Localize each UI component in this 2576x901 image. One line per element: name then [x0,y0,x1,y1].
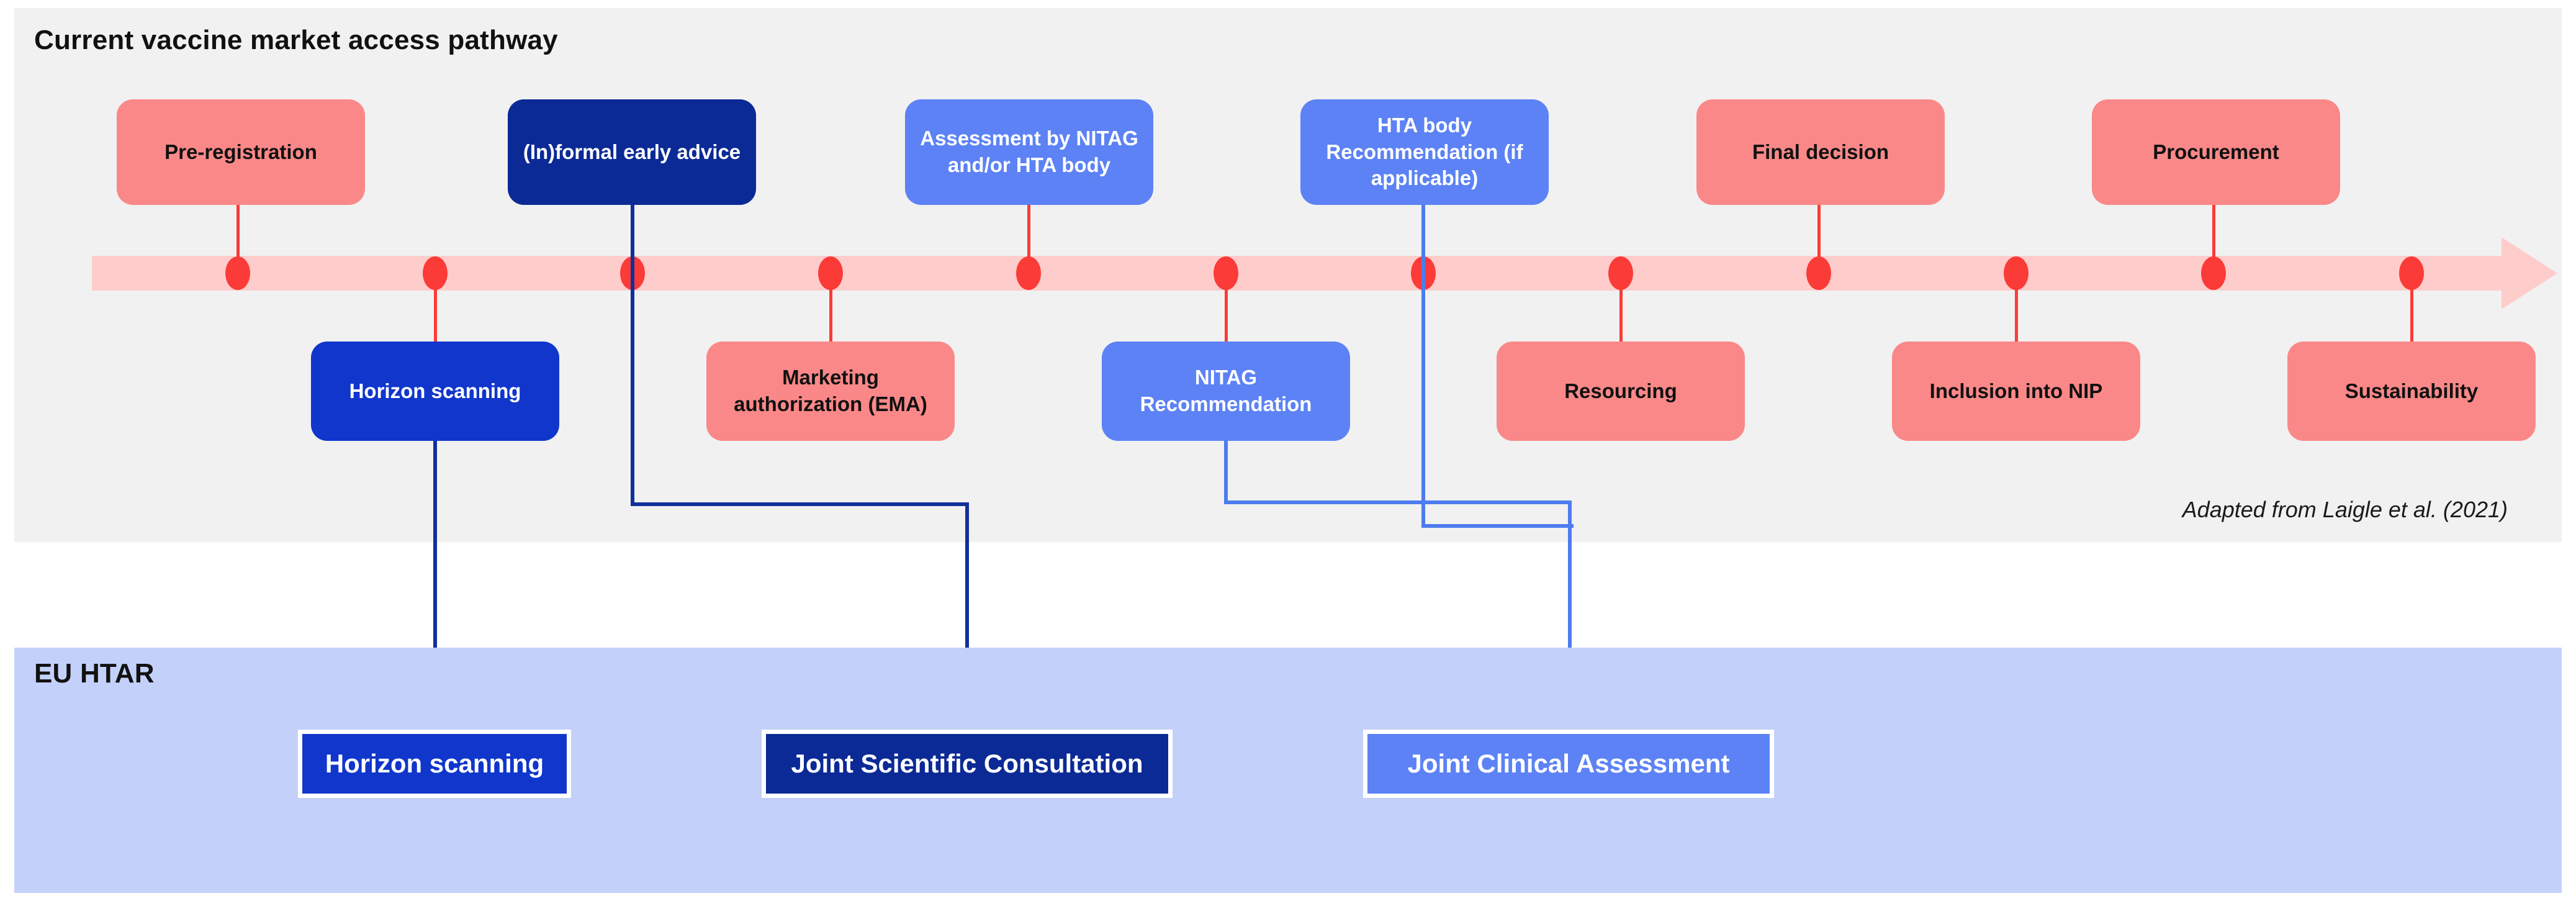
node-label: Assessment by NITAG and/or HTA body [920,127,1138,176]
node-informal-early-advice[interactable]: (In)formal early advice [508,99,756,205]
node-label: Inclusion into NIP [1929,379,2103,402]
timeline-dot [2004,256,2029,290]
node-marketing-authorization[interactable]: Marketing authorization (EMA) [706,342,955,441]
node-pre-registration[interactable]: Pre-registration [117,99,365,205]
stem-procurement [2212,205,2215,261]
node-hta-body-recommendation[interactable]: HTA body Recommendation (if applicable) [1300,99,1549,205]
htar-node-label: Joint Scientific Consultation [791,749,1143,778]
connector-hta-body-horizontal [1421,524,1574,528]
node-label: HTA body Recommendation (if applicable) [1326,113,1523,190]
timeline-bar [92,256,2525,291]
timeline-dot [225,256,250,290]
connector-nitag-horizontal [1224,500,1572,504]
stem-pre-registration [236,205,240,261]
eu-htar-title: EU HTAR [34,658,155,689]
timeline-dot [2201,256,2226,290]
timeline-dot [1806,256,1831,290]
timeline-dot [818,256,843,290]
timeline-dot [423,256,448,290]
timeline-dot [1016,256,1041,290]
node-label: Pre-registration [164,140,317,163]
htar-node-label: Horizon scanning [325,749,544,778]
connector-hta-body-vertical [1421,205,1425,528]
node-label: Sustainability [2344,379,2479,402]
connector-horizon-scanning-vertical [433,441,437,748]
node-label: Procurement [2153,140,2279,163]
stem-sustainability [2410,286,2413,342]
htar-node-joint-scientific-consultation[interactable]: Joint Scientific Consultation [762,730,1173,798]
connector-nitag-vertical [1224,441,1228,503]
stem-nitag-recommendation [1225,286,1228,342]
stem-assessment-nitag-hta [1027,205,1030,261]
timeline-dot [2399,256,2424,290]
node-label: (In)formal early advice [523,140,741,163]
stem-resourcing [1619,286,1623,342]
node-procurement[interactable]: Procurement [2092,99,2340,205]
connector-early-advice-horizontal [631,502,969,506]
htar-node-horizon-scanning[interactable]: Horizon scanning [298,730,571,798]
timeline-dot [1608,256,1633,290]
node-label: Horizon scanning [349,379,521,402]
stem-marketing-authorization [829,286,832,342]
connector-joint-scientific-vertical [965,502,969,749]
timeline-arrow-head [2502,237,2557,309]
connector-joint-clinical-vertical [1568,500,1572,749]
node-final-decision[interactable]: Final decision [1696,99,1945,205]
node-nitag-recommendation[interactable]: NITAG Recommendation [1102,342,1350,441]
node-label: Resourcing [1564,379,1677,402]
stem-horizon-scanning [434,286,437,342]
node-horizon-scanning[interactable]: Horizon scanning [311,342,559,441]
stem-inclusion-nip [2015,286,2018,342]
node-label: NITAG Recommendation [1140,366,1312,415]
source-attribution: Adapted from Laigle et al. (2021) [2182,497,2508,522]
node-resourcing[interactable]: Resourcing [1497,342,1745,441]
node-assessment-nitag-hta-body[interactable]: Assessment by NITAG and/or HTA body [905,99,1153,205]
node-inclusion-into-nip[interactable]: Inclusion into NIP [1892,342,2140,441]
htar-node-label: Joint Clinical Assessment [1407,749,1730,778]
node-sustainability[interactable]: Sustainability [2287,342,2536,441]
page-title: Current vaccine market access pathway [34,25,558,55]
node-label: Marketing authorization (EMA) [734,366,927,415]
stem-final-decision [1817,205,1821,261]
connector-early-advice-vertical [631,205,634,506]
node-label: Final decision [1752,140,1889,163]
timeline-dot [1214,256,1238,290]
htar-node-joint-clinical-assessment[interactable]: Joint Clinical Assessment [1363,730,1774,798]
